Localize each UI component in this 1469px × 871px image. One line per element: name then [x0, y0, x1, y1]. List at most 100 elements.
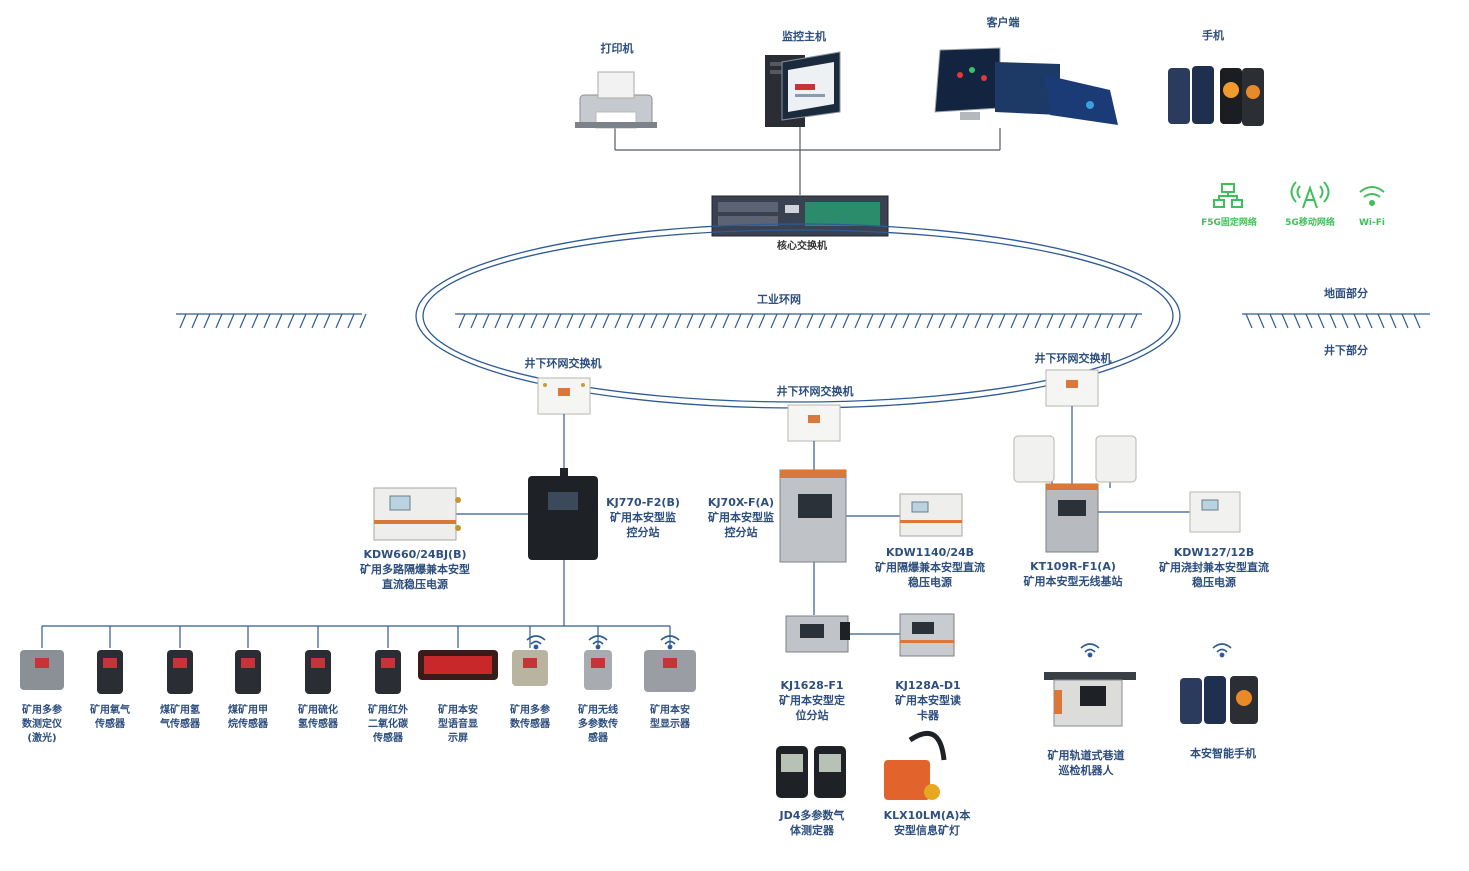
sensor-drop-lines — [41, 626, 671, 648]
klx10-cap-lamp-icon — [884, 730, 947, 800]
wifi-icon-3 — [1080, 643, 1100, 649]
wifi-icon-1 — [588, 635, 608, 641]
sensor-display-0 — [35, 658, 49, 668]
printer-icon — [575, 71, 657, 129]
wifi-icon-4 — [1216, 648, 1228, 653]
sensor-device-2 — [167, 650, 193, 694]
wifi-icon-4 — [1219, 652, 1225, 658]
sensor-display-3 — [241, 658, 255, 668]
wifi-icon-0 — [526, 635, 546, 641]
monitor-host-label: 监控主机 — [782, 30, 826, 43]
wifi-icon-2 — [660, 635, 680, 641]
wifi-icon-0 — [533, 644, 539, 650]
wifi-icon-2 — [667, 644, 673, 650]
sensor-device-4 — [305, 650, 331, 694]
wifi-icon-green — [1359, 186, 1385, 206]
ring-switch-right-label: 井下环网交换机 — [1034, 352, 1112, 365]
sensor-display-9 — [663, 658, 677, 668]
kj1628-label: KJ1628-F1 矿用本安型定 位分站 — [779, 679, 845, 722]
klx10-label: KLX10LM(A)本 安型信息矿灯 — [883, 809, 971, 837]
printer-label: 打印机 — [600, 42, 634, 55]
ring-switch-left-label: 井下环网交换机 — [524, 357, 602, 370]
kj770-station-icon — [528, 468, 598, 560]
sensor-devices — [20, 650, 696, 694]
5g-antenna-icon — [1290, 181, 1330, 209]
ring-switch-right-icon — [1045, 369, 1099, 407]
kdw1140-label: KDW1140/24B 矿用隔爆兼本安型直流 稳压电源 — [875, 546, 985, 589]
f5g-label: F5G固定网络 — [1201, 218, 1257, 228]
ring-switch-left-icon — [537, 377, 591, 415]
sensor-device-3 — [235, 650, 261, 694]
wifi-icon-1 — [595, 644, 601, 650]
kj128a-card-reader-icon — [899, 613, 955, 657]
kdw1140-power-supply-icon — [899, 493, 963, 537]
sensor-device-0 — [20, 650, 64, 690]
sensor-label: 煤矿用氢 气传感器 — [160, 705, 200, 730]
5g-label: 5G移动网络 — [1285, 218, 1335, 228]
ground-part-label: 地面部分 — [1324, 287, 1368, 300]
kdw127-power-supply-icon — [1189, 491, 1241, 533]
wifi-icon-2 — [664, 640, 676, 645]
kj128a-label: KJ128A-D1 矿用本安型读 卡器 — [895, 679, 961, 722]
monitor-host-icon — [765, 51, 841, 127]
sensor-device-8 — [584, 650, 612, 690]
sensor-display-5 — [381, 658, 395, 668]
sensor-display-2 — [173, 658, 187, 668]
intrinsically-safe-phone-icon — [1180, 676, 1258, 724]
kt109r-label: KT109R-F1(A) 矿用本安型无线基站 — [1023, 560, 1123, 588]
sensor-label: 矿用无线 多参数传 感器 — [578, 705, 618, 744]
wifi-icon-0 — [530, 640, 542, 645]
smartphone-label: 本安智能手机 — [1190, 747, 1256, 760]
robot-label: 矿用轨道式巷道 巡检机器人 — [1047, 749, 1125, 777]
jd4-gas-detector-icon — [776, 746, 846, 798]
voice-display-screen — [424, 656, 492, 674]
client-label: 客户端 — [986, 16, 1020, 29]
industrial-ring-label: 工业环网 — [757, 293, 801, 306]
sensor-display-1 — [103, 658, 117, 668]
wifi-icons-small — [526, 635, 1232, 658]
wifi-icon-4 — [1212, 643, 1232, 649]
sensor-label: 矿用多参 数测定仪 (激光) — [22, 705, 62, 744]
core-switch-icon — [711, 195, 889, 237]
sensor-device-1 — [97, 650, 123, 694]
ring-switch-mid-label: 井下环网交换机 — [776, 385, 854, 398]
sensor-label: 煤矿用甲 烷传感器 — [228, 705, 268, 730]
phones-icon — [1168, 66, 1264, 126]
sensor-label: 矿用硫化 氢传感器 — [298, 705, 338, 730]
sensor-display-8 — [591, 658, 605, 668]
kdw127-label: KDW127/12B 矿用浇封兼本安型直流 稳压电源 — [1159, 546, 1269, 589]
wifi-icon-3 — [1087, 652, 1093, 658]
inspection-robot-icon — [1044, 672, 1136, 727]
client-screens-icon — [934, 47, 1118, 125]
jd4-label: JD4多参数气 体测定器 — [779, 809, 845, 837]
sensor-display-7 — [523, 658, 537, 668]
kj1628-locator-icon — [785, 615, 850, 653]
kj770-label: KJ770-F2(B) 矿用本安型监 控分站 — [606, 496, 680, 539]
sensor-label: 矿用红外 二氧化碳 传感器 — [368, 705, 408, 744]
sensor-label: 矿用氧气 传感器 — [90, 705, 130, 730]
ground-line-center — [455, 313, 1142, 329]
sensor-label: 矿用本安 型语音显 示屏 — [438, 705, 478, 744]
sensor-display-4 — [311, 658, 325, 668]
phone-label: 手机 — [1202, 29, 1224, 42]
wifi-icon-3 — [1084, 648, 1096, 653]
kj70x-label: KJ70X-F(A) 矿用本安型监 控分站 — [707, 496, 775, 539]
sensor-label: 矿用本安 型显示器 — [650, 705, 690, 730]
sensor-label: 矿用多参 数传感器 — [510, 705, 550, 730]
underground-part-label: 井下部分 — [1324, 344, 1368, 357]
top-connection-lines — [614, 125, 1001, 195]
kt109r-base-station-icon — [1013, 435, 1137, 553]
kdw660-power-supply-icon — [373, 487, 461, 541]
kdw660-label: KDW660/24BJ(B) 矿用多路隔爆兼本安型 直流稳压电源 — [360, 548, 470, 591]
wifi-label: Wi-Fi — [1359, 218, 1385, 228]
core-switch-label: 核心交换机 — [777, 241, 827, 252]
sensor-device-5 — [375, 650, 401, 694]
ring-switch-mid-icon — [787, 404, 841, 442]
sensor-device-9 — [644, 650, 696, 692]
ground-line-right — [1242, 313, 1430, 329]
kj70x-station-icon — [779, 469, 847, 563]
f5g-network-icon — [1213, 183, 1243, 208]
wifi-icon-1 — [592, 640, 604, 645]
ground-line-left — [176, 313, 367, 329]
